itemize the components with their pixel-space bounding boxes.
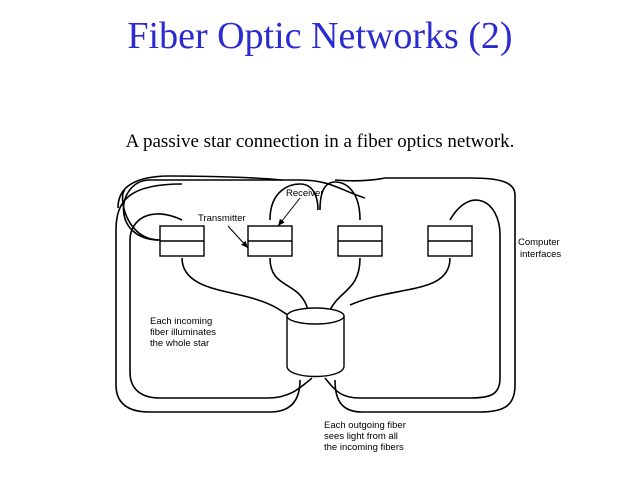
fiber-box2-out (269, 257, 309, 311)
fiber-box3-out (329, 257, 361, 311)
computer-interfaces-label-1: Computer (518, 237, 560, 248)
passive-star (286, 307, 345, 378)
incoming-label-3: the whole star (150, 338, 209, 349)
fiber-box1-out (181, 257, 301, 319)
fiber-left-inner-ring (129, 213, 313, 399)
fiber-box4-out (349, 257, 451, 306)
outgoing-label-2: sees light from all (324, 431, 398, 442)
receiver-leader (277, 197, 301, 227)
fiber-right-outer-ring (334, 195, 516, 413)
interface-box-2 (247, 225, 293, 257)
outgoing-label-3: the incoming fibers (324, 442, 404, 453)
incoming-label-2: fiber illuminates (150, 327, 216, 338)
interface-box-1 (159, 225, 205, 257)
slide-title: Fiber Optic Networks (2) (127, 15, 513, 57)
outgoing-label-1: Each outgoing fiber (324, 420, 406, 431)
computer-interfaces-label-2: interfaces (520, 249, 561, 260)
fiber-left-outer-ring (115, 183, 301, 413)
fiber-top-left (117, 175, 283, 209)
interface-box-4 (427, 225, 473, 257)
transmitter-label: Transmitter (198, 213, 246, 224)
fiber-box2-in (269, 183, 319, 221)
interface-box-3 (337, 225, 383, 257)
incoming-label-1: Each incoming (150, 316, 212, 327)
fiber-top-right (334, 177, 516, 196)
fiber-outer-left-loop (121, 189, 161, 241)
receiver-label: Receiver (286, 188, 324, 199)
fiber-right-inner-ring (324, 199, 501, 399)
slide-subtitle: A passive star connection in a fiber opt… (125, 131, 515, 152)
fiber-box3-in (319, 181, 361, 221)
transmitter-leader (227, 225, 249, 249)
